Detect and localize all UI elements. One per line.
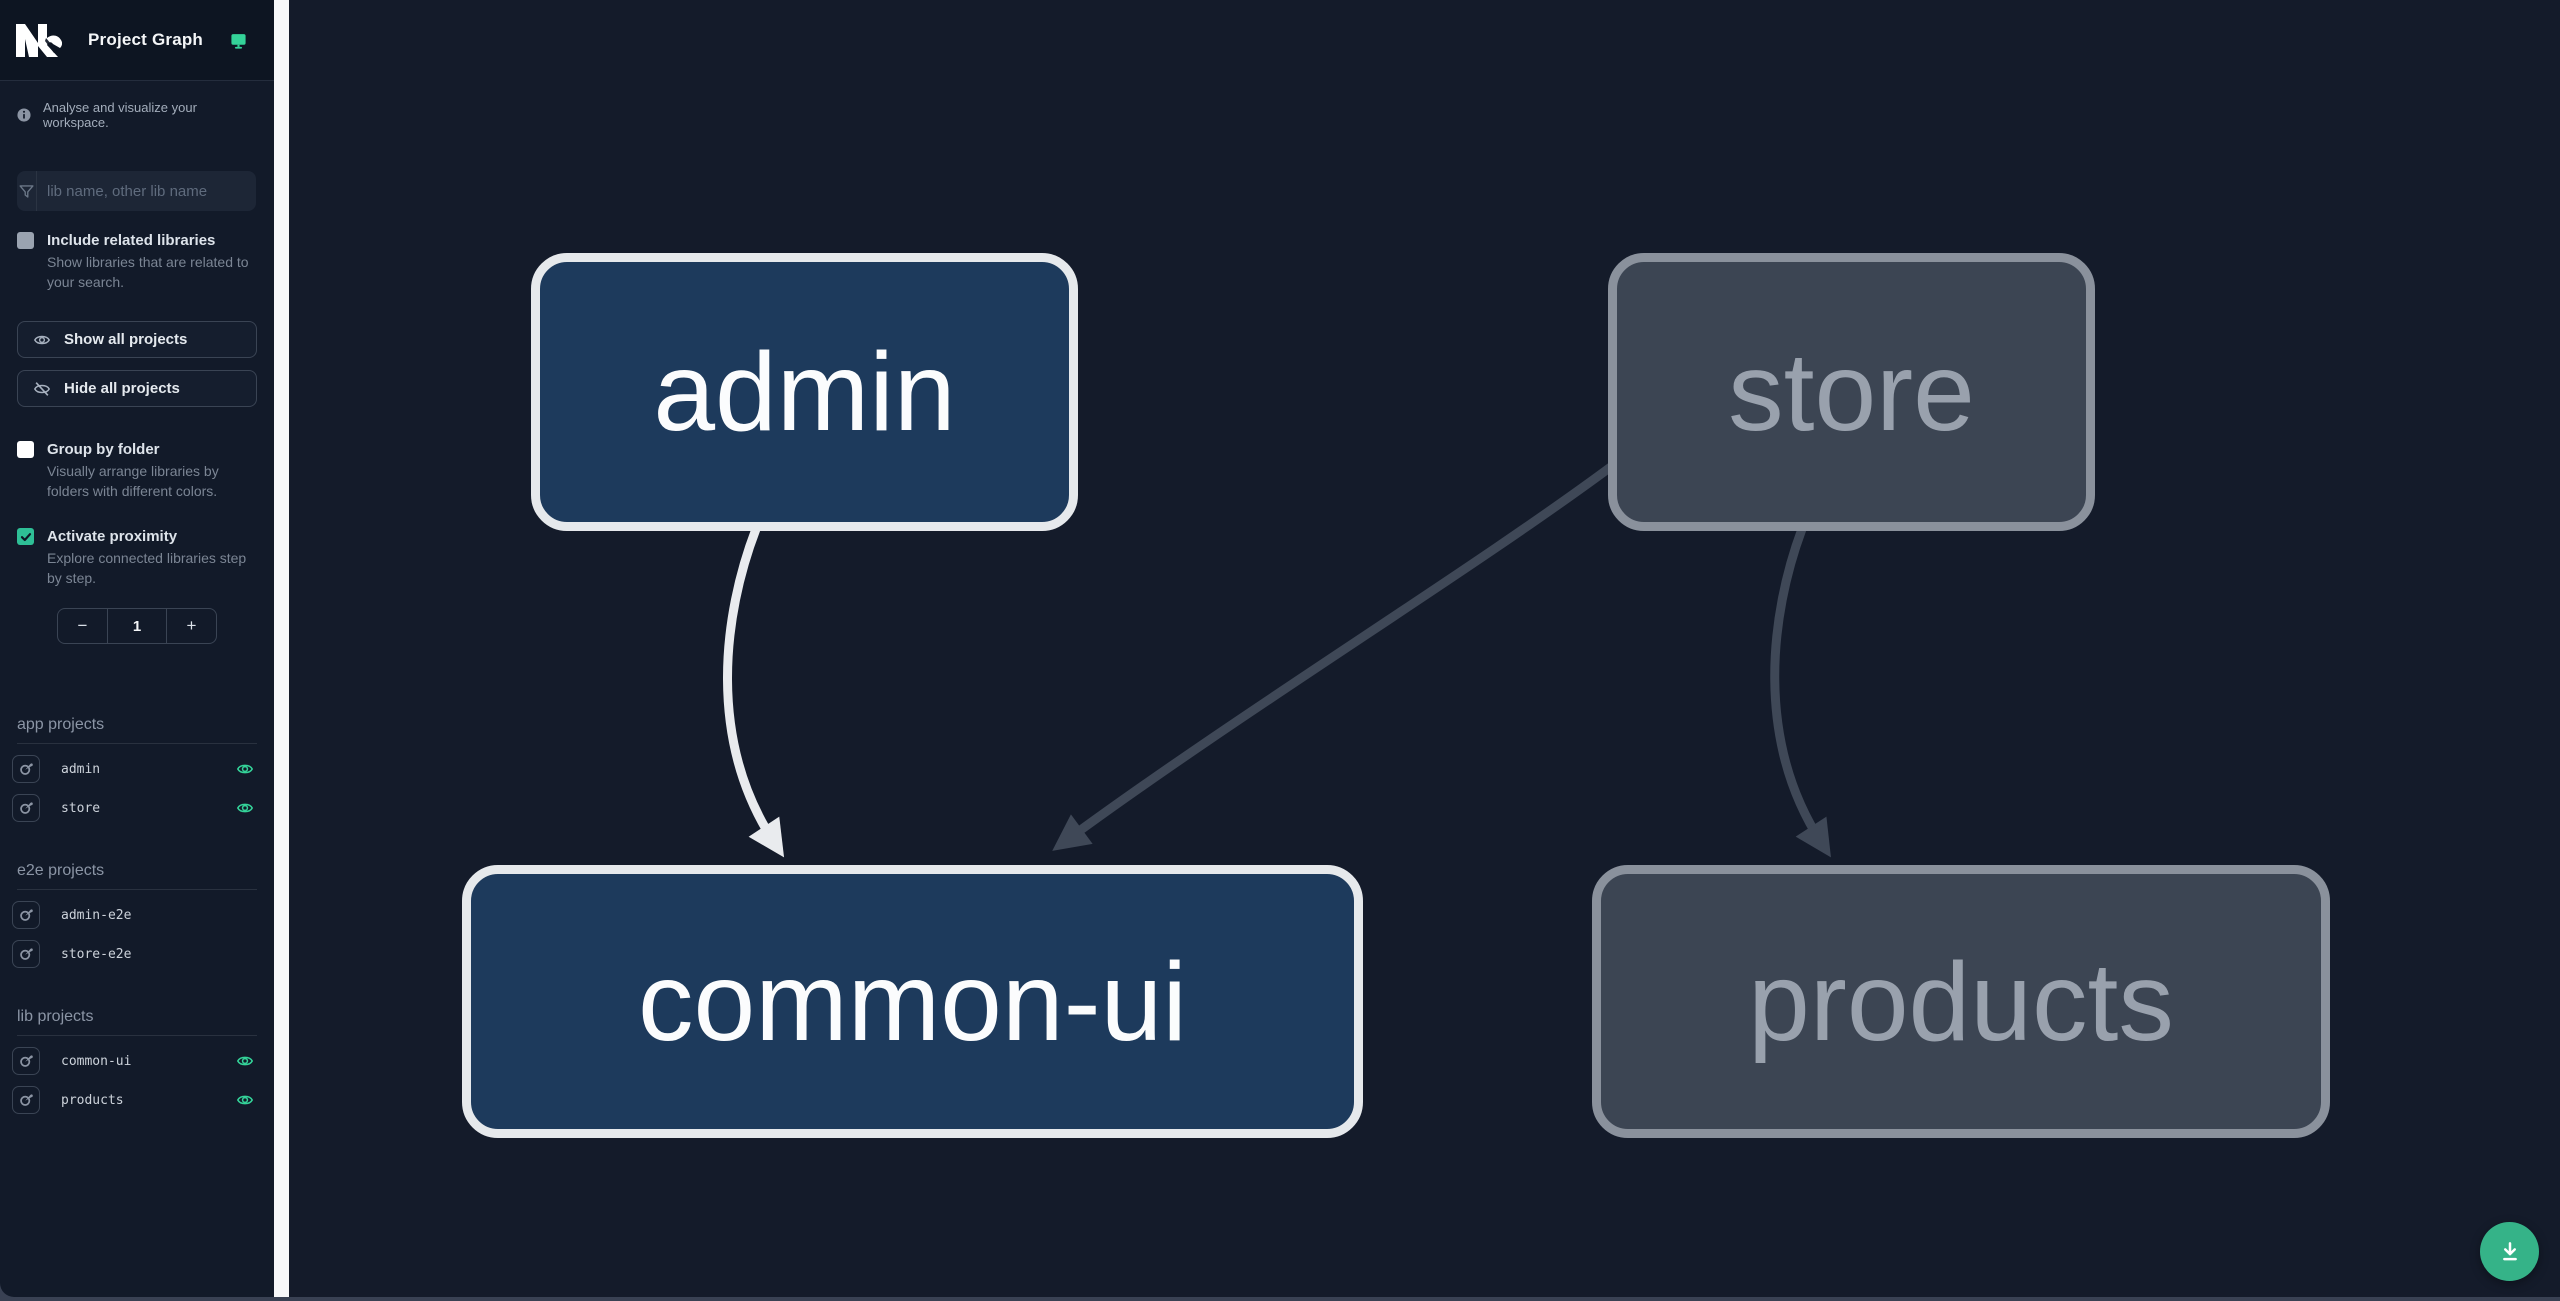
show-all-projects-button[interactable]: Show all projects bbox=[17, 321, 257, 358]
eye-icon bbox=[33, 335, 51, 344]
section-lib-projects: lib projects bbox=[17, 1008, 257, 1036]
sidebar-header: Project Graph bbox=[0, 0, 274, 81]
check-icon bbox=[20, 532, 31, 541]
toggle-label: Activate proximity bbox=[47, 528, 178, 545]
activate-proximity-checkbox[interactable] bbox=[17, 528, 34, 545]
proximity-decrement-button[interactable]: − bbox=[58, 609, 107, 643]
include-related-checkbox[interactable] bbox=[17, 232, 34, 249]
monitor-icon[interactable] bbox=[230, 32, 247, 49]
edge-store-to-common-ui bbox=[1052, 462, 1615, 851]
project-name: admin bbox=[61, 761, 101, 777]
funnel-icon bbox=[17, 171, 37, 211]
hide-all-label: Hide all projects bbox=[64, 380, 180, 397]
proximity-stepper: − 1 + bbox=[57, 608, 217, 644]
project-row-products: products bbox=[12, 1086, 257, 1114]
hide-all-projects-button[interactable]: Hide all projects bbox=[17, 370, 257, 407]
filter-input[interactable] bbox=[37, 171, 256, 211]
toggle-project-visibility-button[interactable] bbox=[236, 1052, 254, 1070]
node-label: admin bbox=[653, 330, 956, 454]
sidebar: Project Graph Analyse and visualize your… bbox=[0, 0, 274, 1297]
toggle-description: Show libraries that are related to your … bbox=[47, 254, 249, 290]
graph-node-store[interactable]: store bbox=[1608, 253, 2095, 531]
focus-project-button[interactable] bbox=[12, 1047, 40, 1075]
node-label: products bbox=[1748, 939, 2174, 1064]
toggle-description: Visually arrange libraries by folders wi… bbox=[47, 463, 219, 499]
project-row-store: store bbox=[12, 794, 257, 822]
app-title: Project Graph bbox=[88, 30, 204, 49]
edge-store-to-products bbox=[1770, 527, 1831, 858]
proximity-value: 1 bbox=[107, 609, 167, 643]
project-name: common-ui bbox=[61, 1053, 132, 1069]
sidebar-resize-handle[interactable] bbox=[274, 0, 289, 1297]
project-row-admin-e2e: admin-e2e bbox=[12, 901, 257, 929]
section-e2e-projects: e2e projects bbox=[17, 862, 257, 890]
group-by-folder-checkbox[interactable] bbox=[17, 441, 34, 458]
graph-node-admin[interactable]: admin bbox=[531, 253, 1078, 531]
project-name: store bbox=[61, 800, 101, 816]
toggle-label: Group by folder bbox=[47, 441, 160, 458]
node-label: common-ui bbox=[638, 939, 1187, 1064]
eye-icon bbox=[236, 803, 254, 813]
nx-logo bbox=[16, 23, 62, 57]
toggle-description: Explore connected libraries step by step… bbox=[47, 550, 247, 586]
show-all-label: Show all projects bbox=[64, 331, 188, 348]
focus-icon bbox=[20, 909, 33, 921]
eye-off-icon bbox=[33, 381, 51, 396]
focus-icon bbox=[20, 948, 33, 960]
project-name: admin-e2e bbox=[61, 907, 132, 923]
graph-canvas[interactable]: admin store common-ui products bbox=[289, 0, 2560, 1297]
project-row-store-e2e: store-e2e bbox=[12, 940, 257, 968]
project-name: store-e2e bbox=[61, 946, 132, 962]
focus-project-button[interactable] bbox=[12, 1086, 40, 1114]
info-icon bbox=[17, 108, 31, 122]
download-image-button[interactable] bbox=[2480, 1222, 2539, 1281]
eye-icon bbox=[236, 1056, 254, 1066]
eye-icon bbox=[236, 1095, 254, 1105]
workspace-subtitle: Analyse and visualize your workspace. bbox=[17, 100, 257, 130]
focus-icon bbox=[20, 1094, 33, 1106]
filter-box bbox=[17, 171, 256, 211]
proximity-increment-button[interactable]: + bbox=[167, 609, 216, 643]
sidebar-body: Analyse and visualize your workspace. In… bbox=[0, 100, 274, 1114]
focus-project-button[interactable] bbox=[12, 755, 40, 783]
toggle-project-visibility-button[interactable] bbox=[236, 1091, 254, 1109]
focus-icon bbox=[20, 1055, 33, 1067]
edge-admin-to-common-ui bbox=[723, 527, 785, 858]
download-icon bbox=[2502, 1241, 2517, 1260]
toggle-project-visibility-button[interactable] bbox=[236, 760, 254, 778]
toggle-activate-proximity: Activate proximity Explore connected lib… bbox=[17, 527, 257, 588]
toggle-label: Include related libraries bbox=[47, 232, 216, 249]
node-label: store bbox=[1728, 330, 1975, 454]
focus-icon bbox=[20, 802, 33, 814]
focus-project-button[interactable] bbox=[12, 901, 40, 929]
graph-node-common-ui[interactable]: common-ui bbox=[462, 865, 1363, 1138]
graph-node-products[interactable]: products bbox=[1592, 865, 2330, 1138]
toggle-project-visibility-button[interactable] bbox=[236, 799, 254, 817]
toggle-include-related: Include related libraries Show libraries… bbox=[17, 231, 257, 292]
focus-icon bbox=[20, 763, 33, 775]
subtitle-text: Analyse and visualize your workspace. bbox=[43, 100, 197, 130]
project-row-common-ui: common-ui bbox=[12, 1047, 257, 1075]
eye-icon bbox=[236, 764, 254, 774]
project-row-admin: admin bbox=[12, 755, 257, 783]
focus-project-button[interactable] bbox=[12, 940, 40, 968]
project-name: products bbox=[61, 1092, 124, 1108]
focus-project-button[interactable] bbox=[12, 794, 40, 822]
toggle-group-by-folder: Group by folder Visually arrange librari… bbox=[17, 440, 257, 501]
section-app-projects: app projects bbox=[17, 716, 257, 744]
